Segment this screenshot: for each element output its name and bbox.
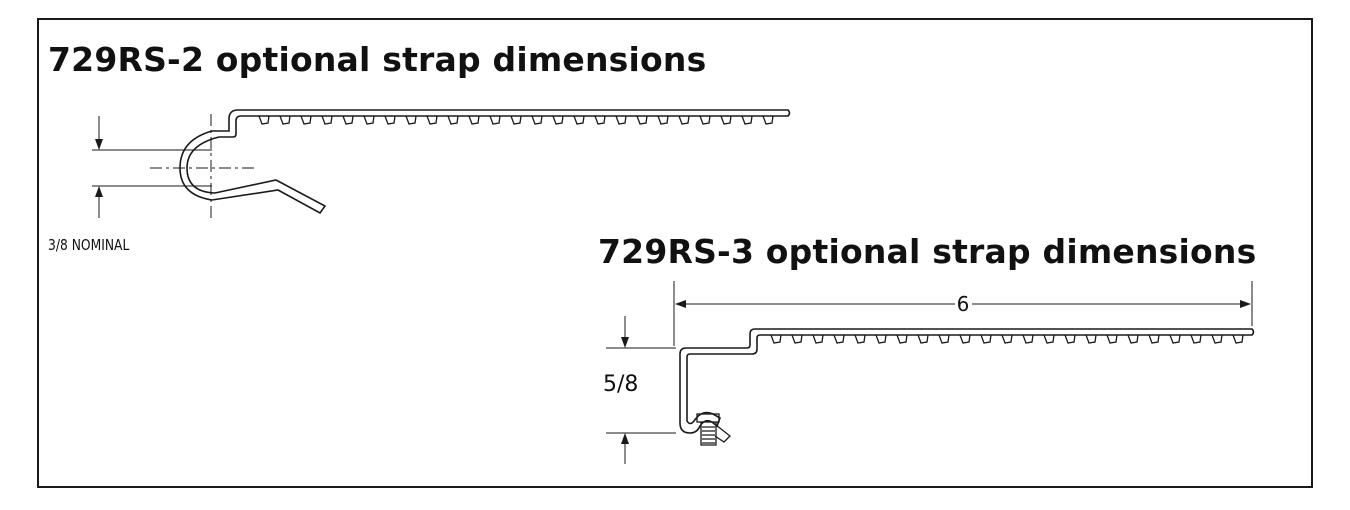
arrowhead-length-right xyxy=(1240,300,1251,308)
strap-tooth xyxy=(447,115,459,125)
strap-tooth xyxy=(573,115,585,125)
strap-tooth xyxy=(1232,334,1244,344)
strap-tooth xyxy=(917,334,929,344)
strap-tooth xyxy=(1148,334,1160,344)
strap-tooth xyxy=(1127,334,1139,344)
figure-frame xyxy=(37,18,1313,488)
strap-tooth xyxy=(1085,334,1097,344)
strap-tooth xyxy=(875,334,887,344)
strap-tooth xyxy=(657,115,669,125)
title-729rs-3: 729RS-3 optional strap dimensions xyxy=(598,232,1257,271)
strap-tooth xyxy=(762,115,774,125)
strap-tooth xyxy=(552,115,564,125)
arrowhead-length-left xyxy=(675,300,686,308)
strap-tooth xyxy=(342,115,354,125)
strap-tooth xyxy=(1106,334,1118,344)
strap-tooth xyxy=(468,115,480,125)
wing-nut-icon xyxy=(696,413,731,446)
strap-tooth xyxy=(615,115,627,125)
strap-729rs-2-outline xyxy=(179,109,791,215)
strap-tooth xyxy=(938,334,950,344)
strap-tooth xyxy=(678,115,690,125)
strap-tooth xyxy=(1064,334,1076,344)
strap-tooth xyxy=(854,334,866,344)
strap-729rs-3-teeth xyxy=(770,334,1244,344)
strap-tooth xyxy=(1169,334,1181,344)
strap-tooth xyxy=(791,334,803,344)
strap-tooth xyxy=(405,115,417,125)
strap-tooth xyxy=(720,115,732,125)
title-729rs-2: 729RS-2 optional strap dimensions xyxy=(48,40,707,79)
strap-tooth xyxy=(258,115,270,125)
strap-tooth xyxy=(594,115,606,125)
strap-tooth xyxy=(300,115,312,125)
strap-tooth xyxy=(833,334,845,344)
strap-tooth xyxy=(980,334,992,344)
dimension-arrow-bottom-head xyxy=(95,186,103,197)
strap-tooth xyxy=(426,115,438,125)
strap-tooth xyxy=(510,115,522,125)
strap-tooth xyxy=(636,115,648,125)
dimension-arrow-5-8-bottom-head xyxy=(621,433,629,444)
strap-tooth xyxy=(699,115,711,125)
strap-tooth xyxy=(1022,334,1034,344)
strap-tooth xyxy=(1001,334,1013,344)
strap-tooth xyxy=(959,334,971,344)
strap-tooth xyxy=(531,115,543,125)
strap-tooth xyxy=(741,115,753,125)
strap-tooth xyxy=(279,115,291,125)
strap-tooth xyxy=(321,115,333,125)
dimension-label-height: 5/8 xyxy=(603,372,638,397)
strap-tooth xyxy=(896,334,908,344)
strap-drawing-729rs-3 xyxy=(606,281,1255,464)
strap-tooth xyxy=(1043,334,1055,344)
strap-tooth xyxy=(384,115,396,125)
strap-tooth xyxy=(770,334,782,344)
strap-tooth xyxy=(489,115,501,125)
strap-729rs-3-outline xyxy=(679,328,1255,434)
strap-drawing-729rs-2 xyxy=(92,109,791,220)
strap-tooth xyxy=(812,334,824,344)
strap-tooth xyxy=(1190,334,1202,344)
dimension-label-length: 6 xyxy=(957,292,970,316)
strap-729rs-2-teeth xyxy=(258,115,774,125)
dimension-arrow-top-head xyxy=(95,139,103,150)
nominal-dimension-label: 3/8 NOMINAL xyxy=(48,236,130,254)
strap-tooth xyxy=(363,115,375,125)
dimension-arrow-5-8-top-head xyxy=(621,337,629,348)
strap-tooth xyxy=(1211,334,1223,344)
